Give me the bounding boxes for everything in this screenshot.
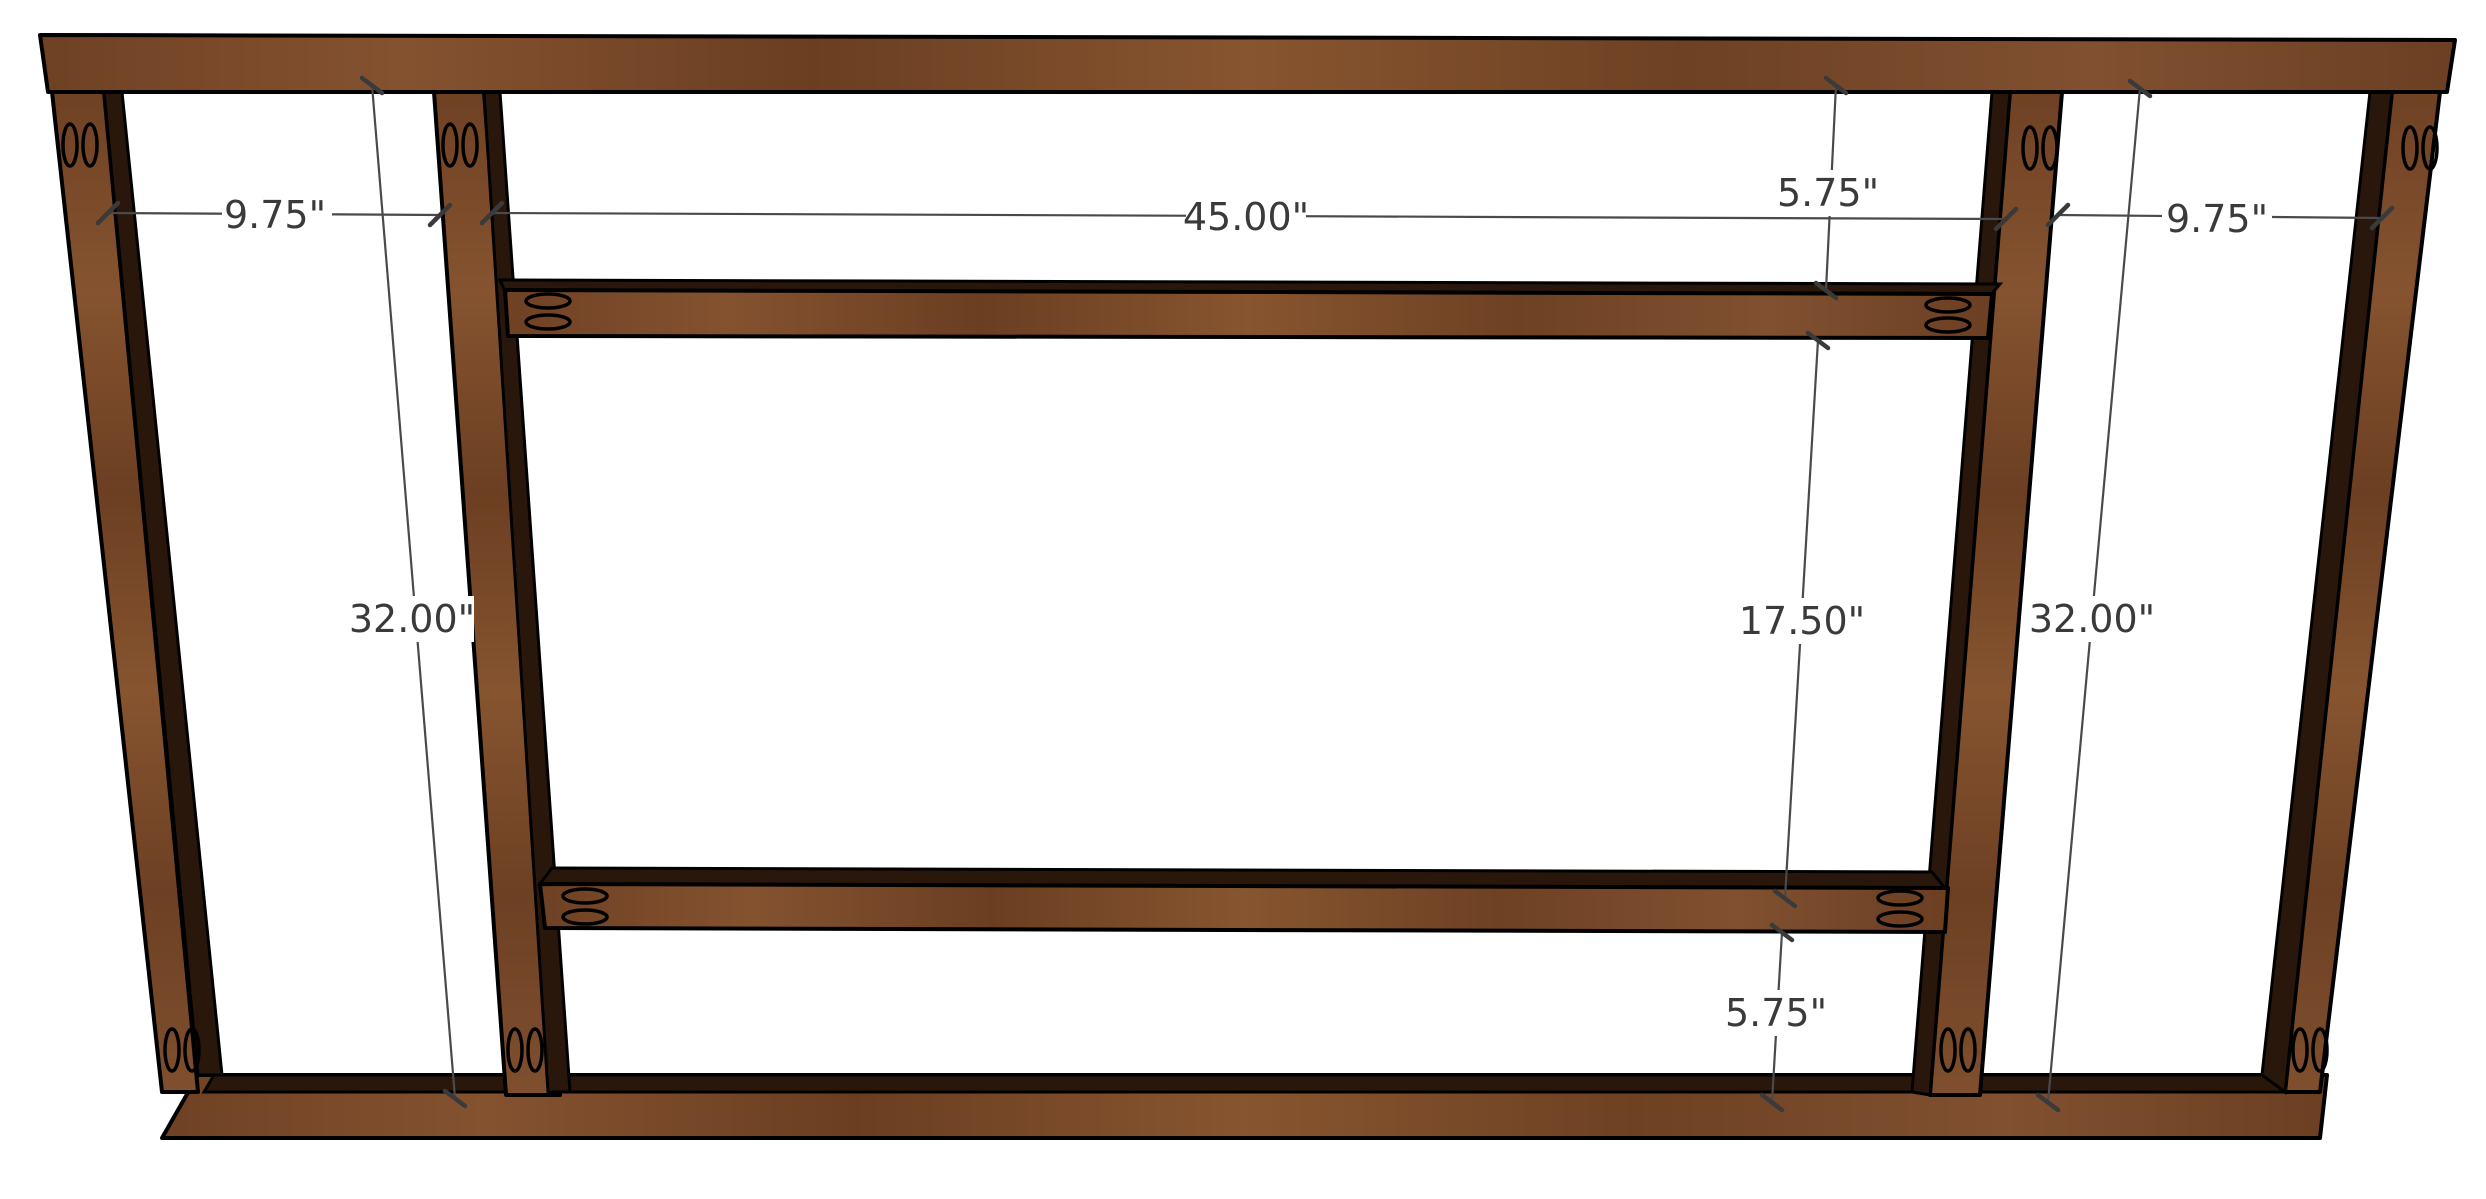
- top-rail: [497, 278, 2004, 340]
- right-outer-leg: [2260, 90, 2442, 1095]
- left-outer-leg: [50, 90, 224, 1094]
- right-stile-height-label: 32.00": [2029, 597, 2155, 641]
- right-inner-stile: [1910, 90, 2064, 1097]
- rail-spacing-label: 17.50": [1739, 599, 1865, 643]
- center-width-label: 45.00": [1183, 195, 1309, 239]
- dimension-labels: 9.75" 45.00" 9.75" 5.75" 17.50" 5.75" 32…: [222, 170, 2272, 1036]
- left-inner-stile: [432, 90, 572, 1097]
- bottom-apron: [160, 1073, 2329, 1140]
- bottom-gap-label: 5.75": [1725, 991, 1827, 1035]
- left-stile-height-label: 32.00": [349, 597, 475, 641]
- bottom-rail: [537, 866, 1950, 934]
- right-bay-width-label: 9.75": [2166, 197, 2268, 241]
- top-apron: [38, 33, 2457, 94]
- top-gap-label: 5.75": [1777, 171, 1879, 215]
- left-bay-width-label: 9.75": [224, 193, 326, 237]
- dimension-ticks: [95, 75, 2395, 1113]
